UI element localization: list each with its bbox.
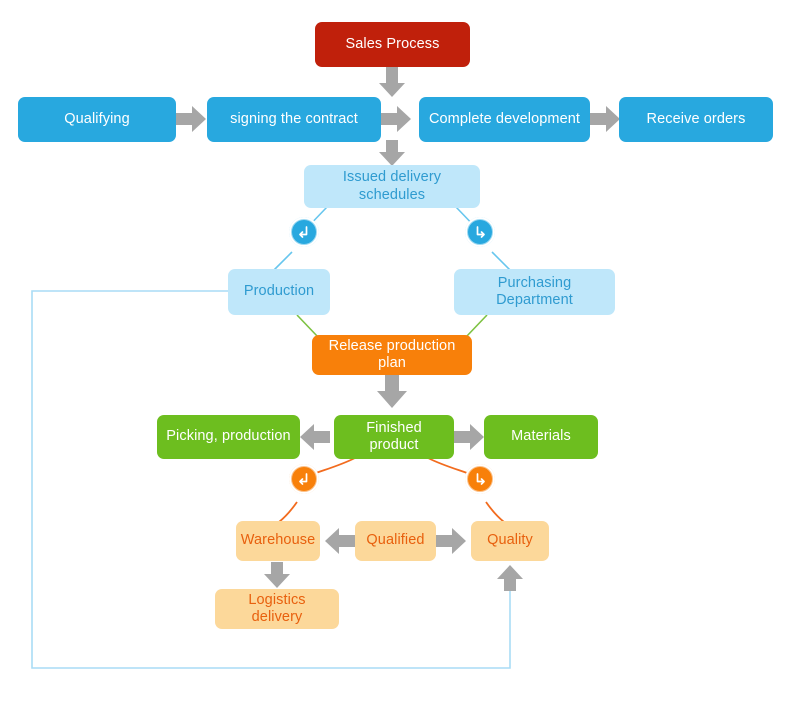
- node-label: Warehouse: [240, 532, 316, 549]
- badge-schedule-to-production[interactable]: [289, 217, 319, 247]
- arrow-down-left-icon: [299, 226, 308, 238]
- arrow-complete-to-receive: [590, 106, 620, 132]
- node-signing-the-contract[interactable]: signing the contract: [207, 97, 381, 142]
- arrow-qualified-to-warehouse: [325, 528, 355, 554]
- arrow-qualified-to-quality: [436, 528, 466, 554]
- node-label: Receive orders: [646, 110, 746, 127]
- arrow-finished-to-materials: [454, 424, 484, 450]
- node-label: Picking, production: [166, 428, 291, 445]
- node-sales-process[interactable]: Sales Process: [315, 22, 470, 67]
- node-production[interactable]: Production: [228, 269, 330, 315]
- arrow-signing-to-complete: [381, 106, 411, 132]
- gray-arrows: [176, 67, 620, 591]
- badge-finished-to-quality[interactable]: [465, 464, 495, 494]
- node-label: signing the contract: [230, 110, 358, 127]
- arrow-plan-to-finished: [377, 373, 407, 408]
- node-warehouse[interactable]: Warehouse: [236, 521, 320, 561]
- node-label: Production: [243, 283, 315, 300]
- arrow-sales-to-complete: [379, 67, 405, 97]
- curve-quality-badge-to-quality: [485, 501, 505, 523]
- node-receive-orders[interactable]: Receive orders: [619, 97, 773, 142]
- node-release-production-plan[interactable]: Release production plan: [312, 335, 472, 375]
- curve-warehouse-badge-to-warehouse: [278, 501, 298, 523]
- node-label: Quality: [487, 532, 533, 549]
- node-label: Logistics delivery: [248, 591, 306, 625]
- link-production-to-plan: [296, 314, 319, 338]
- node-label: Issued delivery schedules: [342, 169, 442, 203]
- arrow-down-right-icon: [476, 473, 485, 485]
- node-logistics-delivery[interactable]: Logistics delivery: [215, 589, 339, 629]
- node-label: Release production plan: [328, 337, 456, 371]
- arrow-warehouse-to-logistics: [264, 562, 290, 588]
- link-purchasing-to-plan: [465, 314, 488, 338]
- arrow-qualifying-to-signing: [176, 106, 206, 132]
- node-qualified[interactable]: Qualified: [355, 521, 436, 561]
- arrow-down-right-icon: [476, 226, 485, 238]
- node-label: Qualified: [366, 532, 425, 549]
- arrow-finished-to-picking: [300, 424, 330, 450]
- badge-schedule-to-purchasing[interactable]: [465, 217, 495, 247]
- badge-finished-to-warehouse[interactable]: [289, 464, 319, 494]
- node-issued-delivery-schedules[interactable]: Issued delivery schedules: [304, 165, 480, 208]
- node-quality[interactable]: Quality: [471, 521, 549, 561]
- node-label: Sales Process: [345, 35, 440, 52]
- node-qualifying[interactable]: Qualifying: [18, 97, 176, 142]
- node-materials[interactable]: Materials: [484, 415, 598, 459]
- node-label: Materials: [511, 428, 571, 445]
- node-picking-production[interactable]: Picking, production: [157, 415, 300, 459]
- node-label: Finished product: [366, 419, 422, 453]
- arrow-complete-to-issued: [379, 140, 405, 166]
- node-label: Complete development: [428, 110, 581, 127]
- arrow-loop-to-quality: [497, 565, 523, 591]
- node-purchasing-department[interactable]: Purchasing Department: [454, 269, 615, 315]
- node-complete-development[interactable]: Complete development: [419, 97, 590, 142]
- arrow-down-left-icon: [299, 473, 308, 485]
- node-label: Qualifying: [64, 110, 130, 127]
- badge-ring: [465, 217, 495, 247]
- node-finished-product[interactable]: Finished product: [334, 415, 454, 459]
- node-label: Purchasing Department: [496, 274, 573, 308]
